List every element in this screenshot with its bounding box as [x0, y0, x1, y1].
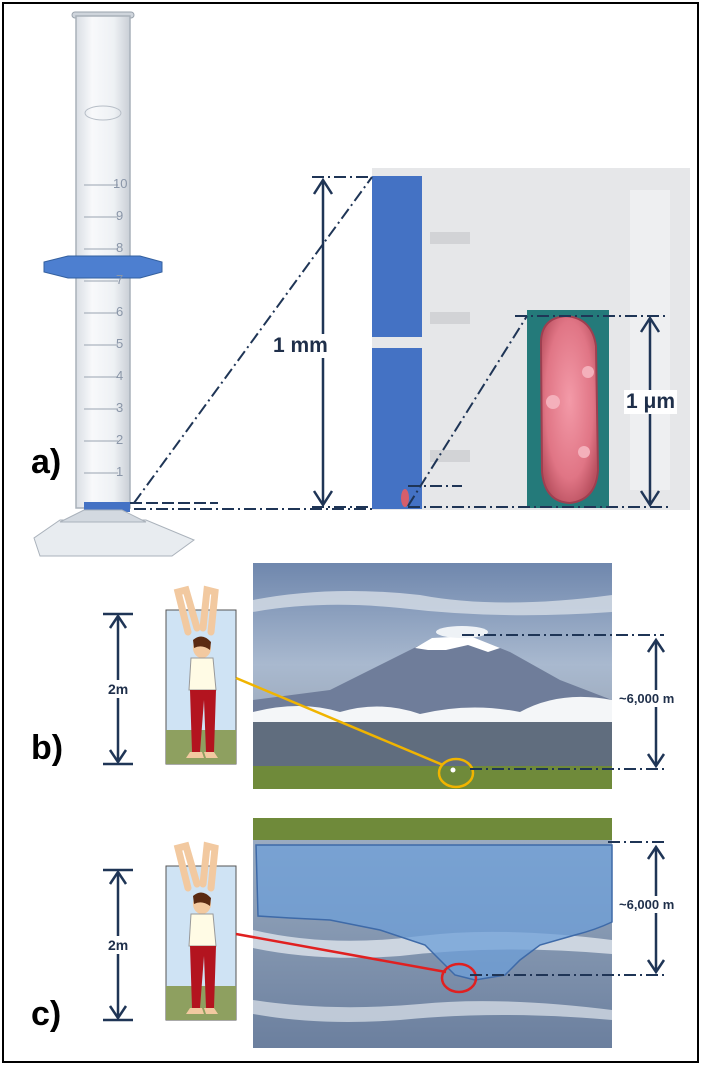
- cylinder-mark-2: 2: [116, 432, 124, 447]
- panel-label-a: a): [31, 443, 62, 481]
- person-box-b: [165, 585, 237, 765]
- cylinder-mark-9: 9: [116, 208, 124, 223]
- dash-dot-guides-c: [470, 841, 664, 976]
- bacterium-image: [527, 310, 609, 508]
- panel-label-c: c): [31, 995, 62, 1033]
- panel-label-b: b): [31, 729, 64, 767]
- tiny-bacterium: [401, 489, 409, 507]
- cylinder-mark-1: 1: [116, 464, 124, 479]
- dash-dot-guides-a: [133, 176, 668, 510]
- depth-label: ~6,000 m: [618, 896, 676, 913]
- graduated-cylinder: [33, 11, 196, 557]
- cylinder-mark-7: 7: [116, 272, 124, 287]
- person-height-label-b: 2m: [106, 680, 131, 698]
- blue-block-bottom: [372, 348, 422, 509]
- connector-line-c: [235, 932, 447, 974]
- blue-block-top: [372, 176, 422, 337]
- cylinder-mark-6: 6: [116, 304, 124, 319]
- mountain-height-label: ~6,000 m: [618, 690, 676, 707]
- person-highlight-circle-c: [440, 962, 478, 994]
- person-box-c: [165, 841, 237, 1021]
- cylinder-mark-4: 4: [116, 368, 124, 383]
- cylinder-mark-3: 3: [116, 400, 124, 415]
- cylinder-mark-5: 5: [116, 336, 124, 351]
- person-highlight-circle-b: [437, 757, 475, 789]
- scale-label-1um: 1 μm: [624, 390, 678, 414]
- cylinder-mark-8: 8: [116, 240, 124, 255]
- cylinder-mark-10: 10: [113, 176, 128, 191]
- scale-label-1mm: 1 mm: [271, 334, 330, 358]
- water-depth-overlay: [255, 844, 613, 981]
- mountain-photo: [253, 563, 612, 789]
- person-height-label-c: 2m: [106, 936, 131, 954]
- dash-dot-guides-b: [462, 634, 664, 770]
- connector-line-b: [235, 676, 444, 767]
